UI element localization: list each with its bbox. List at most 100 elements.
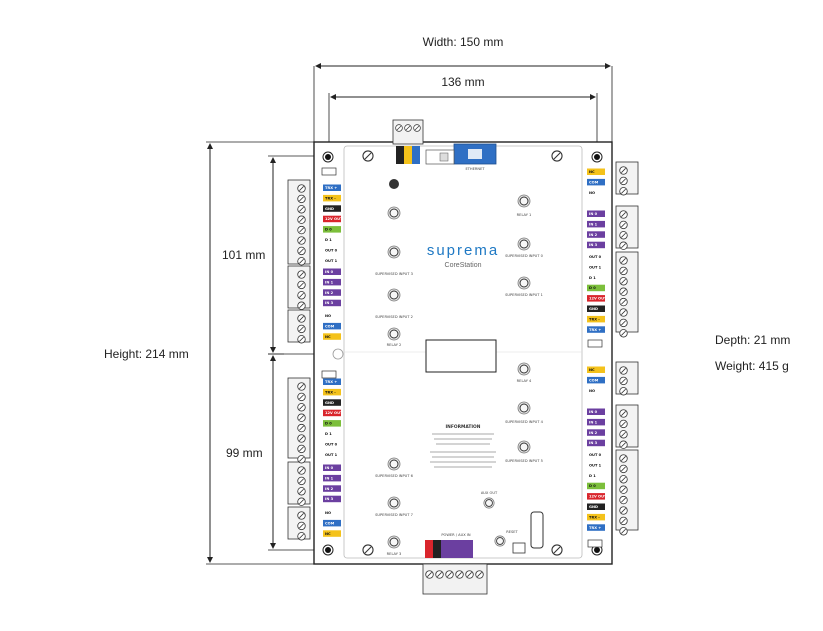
terminal-screw-icon bbox=[619, 231, 628, 240]
terminal-screw-icon bbox=[619, 464, 628, 474]
wire-color-tag bbox=[587, 439, 605, 447]
terminal-label: D 1 bbox=[325, 238, 332, 242]
jumper-switch bbox=[587, 539, 603, 548]
wire-color-tag bbox=[323, 420, 341, 427]
wire-color-tag bbox=[587, 305, 605, 312]
wire-color-tag bbox=[323, 464, 341, 471]
terminal-screw-icon bbox=[619, 329, 628, 338]
terminal-screw-icon bbox=[619, 485, 628, 494]
depth-label: Depth: 21 mm bbox=[715, 333, 790, 347]
terminal-screw-icon bbox=[619, 366, 628, 375]
terminal-screw-icon bbox=[297, 487, 306, 496]
height-label: Height: 214 mm bbox=[104, 347, 189, 361]
terminal-label: OUT 0 bbox=[325, 248, 338, 252]
terminal-label: COM bbox=[325, 521, 335, 525]
wire-color-tag bbox=[323, 388, 341, 396]
wire-color-tag bbox=[323, 184, 341, 191]
power-label: POWER / AUX IN bbox=[441, 533, 471, 537]
terminal-screw-icon bbox=[297, 324, 306, 334]
terminal-label: COM bbox=[589, 180, 599, 184]
terminal-screw-icon bbox=[297, 184, 306, 193]
terminal-screw-icon bbox=[297, 246, 306, 256]
wire-color-tag bbox=[323, 278, 341, 286]
terminal-label: IN 2 bbox=[325, 291, 334, 295]
lower-label: 99 mm bbox=[226, 446, 263, 460]
terminal-label: NO bbox=[325, 314, 331, 318]
terminal-label: OUT 0 bbox=[589, 255, 602, 259]
led-icon bbox=[517, 440, 531, 454]
top-rs485-connector bbox=[392, 119, 424, 164]
led-icon bbox=[387, 496, 401, 510]
terminal-screw-icon bbox=[619, 308, 628, 317]
terminal-screw-icon bbox=[619, 495, 628, 505]
led-icon bbox=[387, 535, 401, 549]
terminal-label: GND bbox=[589, 307, 598, 311]
terminal-label: 12V OUT bbox=[589, 297, 607, 301]
terminal-label: IN 1 bbox=[325, 280, 334, 284]
terminal-screw-icon bbox=[619, 318, 628, 328]
terminal-screw-icon bbox=[297, 291, 306, 300]
terminal-label: TRX + bbox=[589, 328, 601, 332]
terminal-screw-icon bbox=[619, 287, 628, 296]
terminal-screw-icon bbox=[619, 297, 628, 307]
terminal-label: D 0 bbox=[589, 484, 596, 488]
reset-button bbox=[512, 542, 526, 554]
supervised-input-label: SUPERVISED INPUT 5 bbox=[505, 459, 543, 463]
terminal-label: IN 1 bbox=[589, 222, 598, 226]
terminal-screw-icon bbox=[297, 466, 306, 475]
terminal-screw-icon bbox=[297, 444, 306, 454]
tamper-button-icon bbox=[389, 179, 399, 189]
terminal-screw-icon bbox=[297, 215, 306, 224]
reset-slot bbox=[530, 511, 544, 549]
terminal-label: 12V OUT bbox=[589, 495, 607, 499]
wire-color-tag bbox=[587, 472, 605, 479]
terminal-screw-icon bbox=[619, 176, 628, 186]
led-icon bbox=[387, 327, 401, 341]
led-icon bbox=[387, 288, 401, 302]
terminal-label: TRX + bbox=[325, 186, 337, 190]
dip-switch bbox=[425, 149, 455, 165]
terminal-label: NO bbox=[589, 191, 595, 195]
wire-color-tag bbox=[587, 168, 605, 175]
terminal-screw-icon bbox=[619, 387, 628, 396]
terminal-screw-icon bbox=[297, 301, 306, 310]
terminal-label: NO bbox=[325, 511, 331, 515]
terminal-screw-icon bbox=[297, 257, 306, 266]
led-icon bbox=[494, 535, 506, 547]
mount-hole-icon bbox=[322, 151, 334, 163]
terminal-screw-icon bbox=[297, 476, 306, 486]
terminal-label: D 1 bbox=[325, 432, 332, 436]
brand-logo: suprema bbox=[427, 242, 499, 259]
terminal-label: OUT 1 bbox=[325, 453, 338, 457]
terminal-label: IN 0 bbox=[589, 212, 598, 216]
width-dimension: Width: 150 mm bbox=[313, 35, 613, 150]
led-icon bbox=[517, 194, 531, 208]
wire-color-tag bbox=[587, 493, 605, 500]
height-dimension: Height: 214 mm bbox=[104, 141, 314, 565]
terminal-screw-icon bbox=[619, 419, 628, 429]
model-name: CoreStation bbox=[445, 262, 482, 269]
terminal-screw-icon bbox=[619, 256, 628, 265]
terminal-screw-icon bbox=[297, 455, 306, 464]
terminal-label: TRX + bbox=[325, 380, 337, 384]
wire-color-tag bbox=[587, 284, 605, 292]
wire-color-tag bbox=[587, 376, 605, 384]
terminal-label: IN 0 bbox=[589, 410, 598, 414]
wire-color-tag bbox=[323, 226, 341, 233]
terminal-label: IN 2 bbox=[325, 487, 334, 491]
terminal-screw-icon bbox=[619, 409, 628, 418]
weight-label: Weight: 415 g bbox=[715, 359, 789, 373]
screw-icon bbox=[362, 150, 374, 162]
terminal-label: TRX - bbox=[325, 196, 336, 200]
terminal-label: 12V OUT bbox=[325, 411, 343, 415]
wire-color-tag bbox=[587, 210, 605, 217]
wire-color-tag bbox=[587, 178, 605, 186]
terminal-label: TRX - bbox=[589, 317, 600, 321]
jumper-switch bbox=[587, 339, 603, 348]
terminal-screw-icon bbox=[297, 270, 306, 279]
terminal-label: GND bbox=[325, 207, 334, 211]
lower-mounting-dimension: 99 mm bbox=[226, 355, 326, 551]
wire-color-tag bbox=[587, 189, 605, 196]
wire-color-tag bbox=[587, 315, 605, 323]
